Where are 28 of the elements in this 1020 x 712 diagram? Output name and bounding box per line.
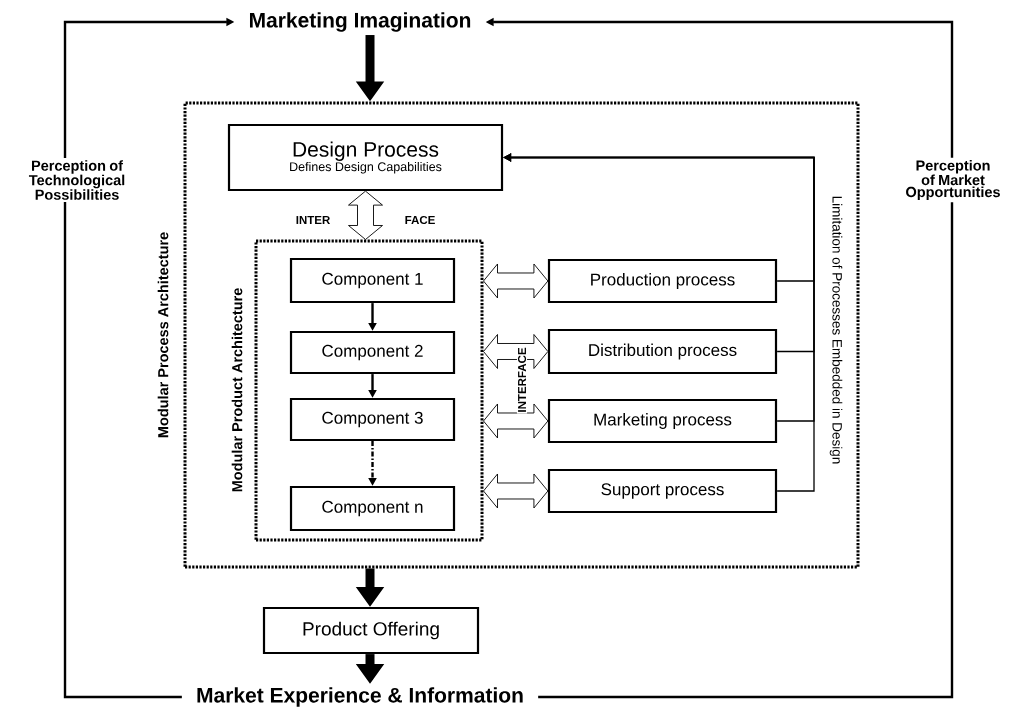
component-box: Component 3: [289, 397, 456, 442]
heading-text: Marketing Imagination: [250, 12, 471, 32]
interface-label: INTERFACE: [516, 346, 528, 414]
hollow-arrow: [483, 403, 549, 439]
process-box: Marketing process: [547, 398, 778, 444]
side-text: Perception of Market Opportunities: [906, 160, 1000, 200]
connector-line: [63, 202, 182, 699]
process-box: Design Process Defines Design Capabilities: [227, 123, 504, 192]
interface-label: INTER: [294, 215, 332, 225]
interface-label: FACE: [403, 214, 437, 226]
hollow-arrow: [348, 190, 383, 240]
process-box: Production process: [547, 258, 778, 304]
hollow-arrow: [483, 263, 549, 299]
hollow-arrow: [483, 334, 549, 369]
side-text: Perception of Technological Possibilities: [28, 160, 125, 200]
process-box: Distribution process: [547, 328, 778, 375]
vertical-note: Limitation of Processes Embedded in Design: [828, 194, 844, 466]
component-box: Component n: [289, 485, 456, 532]
vertical-heading: Modular Product Architecture: [231, 288, 243, 492]
arrow: [503, 153, 815, 492]
vertical-heading: Modular Process Architecture: [157, 232, 169, 438]
process-box: Support process: [547, 468, 778, 514]
component-box: Component 2: [289, 330, 456, 375]
component-box: Component 1: [289, 257, 456, 304]
product-box: Product Offering: [262, 606, 480, 655]
hollow-arrow: [483, 473, 549, 509]
heading-text: Market Experience & Information: [197, 687, 523, 707]
connector-line: [538, 202, 954, 699]
